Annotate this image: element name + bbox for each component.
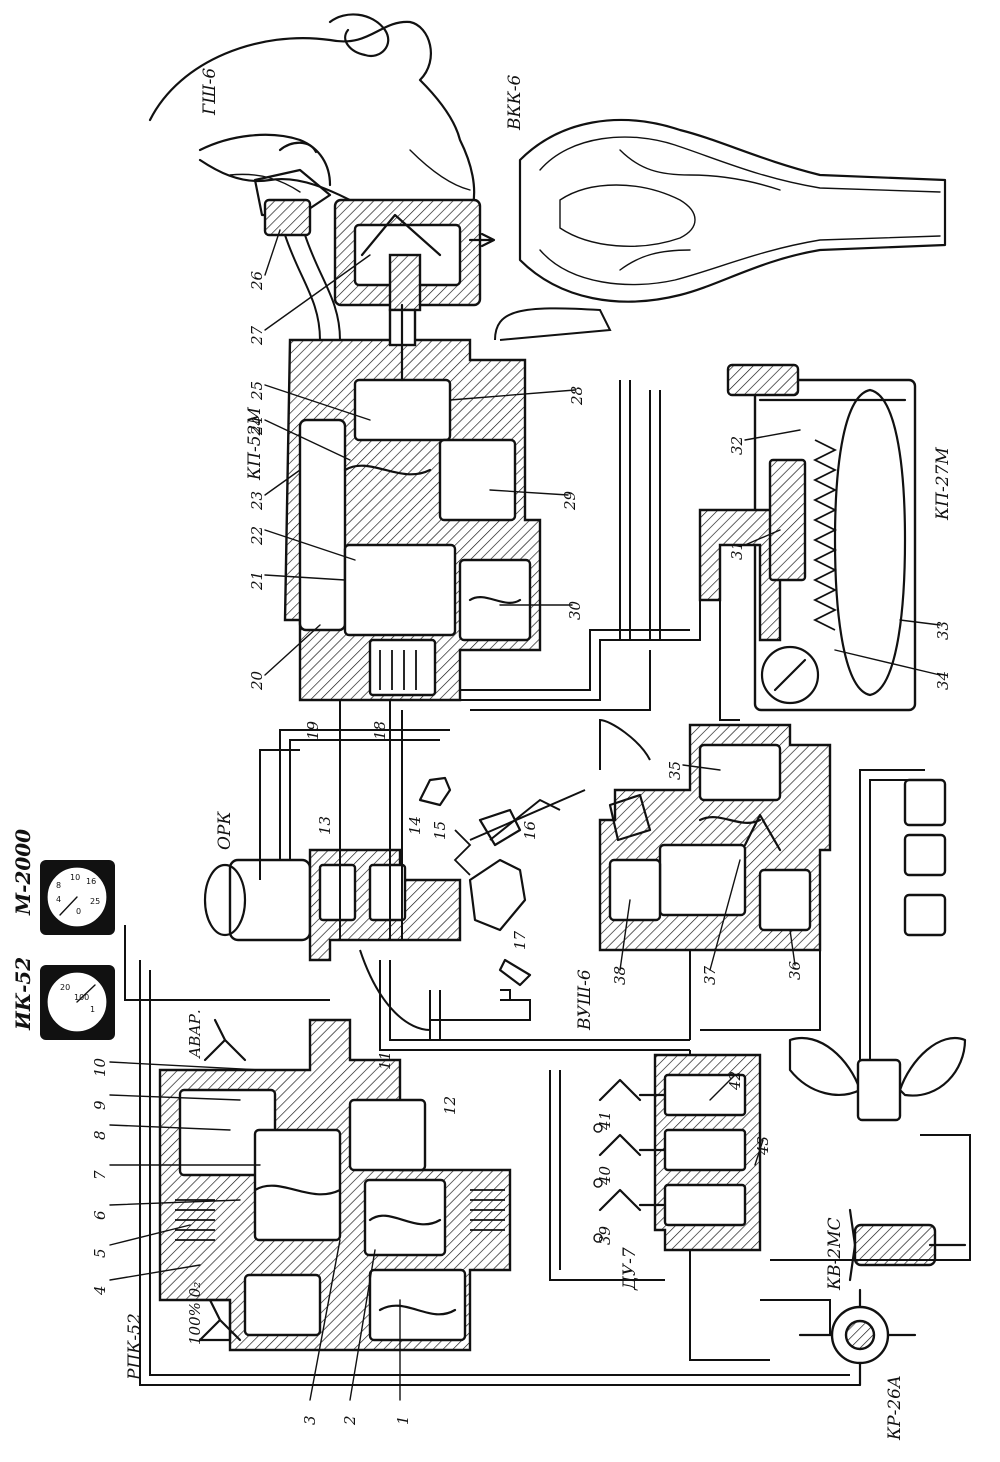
callout-40: 40 (596, 1165, 614, 1186)
callout-32: 32 (728, 436, 746, 455)
callout-18: 18 (371, 721, 389, 740)
pilot-head-drawing (148, 13, 476, 229)
callout-26: 26 (248, 270, 266, 291)
m2000-tick-4: 0 (76, 907, 81, 916)
m2000-tick-1: 10 (70, 873, 80, 882)
piping (124, 234, 971, 1386)
callout-34: 34 (934, 671, 952, 690)
label-avar: АВАР. (186, 1009, 204, 1059)
label-gsh6: ГШ-6 (200, 68, 220, 116)
label-ork: ОРК (215, 811, 235, 850)
vkk-suit-drawing (518, 118, 947, 303)
rpk52-unit (158, 1018, 512, 1352)
callout-7: 7 (91, 1170, 109, 1180)
mask-valve-block (263, 198, 496, 312)
oxygen-mask-drawing (788, 1037, 967, 1122)
callout-16: 16 (521, 820, 539, 840)
label-kp27m: КП-27М (933, 447, 953, 521)
callout-12: 12 (441, 1096, 459, 1115)
label-vkk6: ВКК-6 (505, 74, 525, 131)
unit-labels: ГШ-6 ВКК-6 КП-52М КП-27М ОРК ВУШ-6 ИК-52… (11, 68, 953, 1441)
m2000-tick-3: 4 (56, 895, 61, 904)
callout-9: 9 (91, 1100, 109, 1110)
ik52-tick-0: 20 (60, 983, 70, 992)
callout-24: 24 (248, 416, 266, 436)
kr26a-unit (798, 1288, 917, 1387)
connector-plug-drawing (903, 778, 947, 937)
callout-35: 35 (666, 761, 684, 780)
callout-14: 14 (406, 816, 424, 835)
callout-30: 30 (566, 600, 584, 620)
callout-42: 42 (726, 1071, 744, 1091)
ik52-gauge: 20 100 1 (40, 965, 115, 1040)
callout-22: 22 (248, 526, 266, 546)
callout-29: 29 (561, 490, 579, 511)
label-o2: 100% 0₂ (186, 1282, 204, 1345)
kv2ms-unit (848, 1208, 967, 1282)
lever-handles (198, 1018, 642, 1342)
label-ik52: ИК-52 (11, 957, 35, 1031)
callout-20: 20 (248, 670, 266, 691)
callout-38: 38 (611, 966, 629, 985)
callout-33: 33 (934, 621, 952, 640)
callout-36: 36 (786, 960, 804, 980)
vush6-unit (598, 723, 832, 952)
callout-4: 4 (91, 1285, 109, 1296)
label-du7: ДУ-7 (620, 1247, 640, 1291)
label-rpk52: РПК-52 (125, 1313, 145, 1381)
callout-37: 37 (701, 965, 719, 985)
callout-11: 11 (376, 1051, 394, 1070)
callout-numbers: 1 2 3 4 5 6 7 8 9 10 11 12 13 14 15 16 1… (91, 270, 952, 1426)
callout-27: 27 (248, 325, 266, 346)
kp52m-unit (283, 303, 542, 702)
label-m2000: М-2000 (11, 829, 35, 916)
callout-15: 15 (431, 821, 449, 840)
ork-connector (203, 776, 532, 987)
callout-39: 39 (596, 1225, 614, 1245)
callout-25: 25 (248, 381, 266, 401)
label-kp52m: КП-52М (245, 407, 265, 481)
ik52-tick-2: 1 (90, 1005, 95, 1014)
m2000-gauge: 8 10 16 4 0 25 (40, 860, 115, 935)
callout-8: 8 (91, 1130, 109, 1140)
callout-leaders (109, 229, 941, 1401)
m2000-tick-0: 8 (56, 881, 61, 890)
callout-13: 13 (316, 816, 334, 835)
callout-41: 41 (596, 1111, 614, 1131)
callout-21: 21 (248, 571, 266, 591)
label-kv2ms: КВ-2МС (825, 1217, 845, 1291)
callout-6: 6 (91, 1210, 109, 1220)
label-kr26a: КР-26А (885, 1375, 905, 1441)
callout-2: 2 (341, 1415, 359, 1426)
m2000-tick-5: 25 (90, 897, 100, 906)
callout-5: 5 (91, 1248, 109, 1258)
callout-43: 43 (754, 1136, 772, 1156)
label-vush6: ВУШ-6 (575, 969, 595, 1031)
callout-10: 10 (91, 1057, 109, 1077)
callout-23: 23 (248, 491, 266, 511)
callout-31: 31 (728, 541, 746, 560)
callout-17: 17 (511, 930, 529, 950)
callout-19: 19 (304, 720, 322, 740)
callout-28: 28 (568, 386, 586, 406)
kp27m-unit (698, 363, 917, 712)
callout-1: 1 (394, 1415, 412, 1425)
du7-unit (638, 1053, 762, 1252)
m2000-tick-2: 16 (86, 877, 96, 886)
callout-3: 3 (301, 1415, 319, 1425)
